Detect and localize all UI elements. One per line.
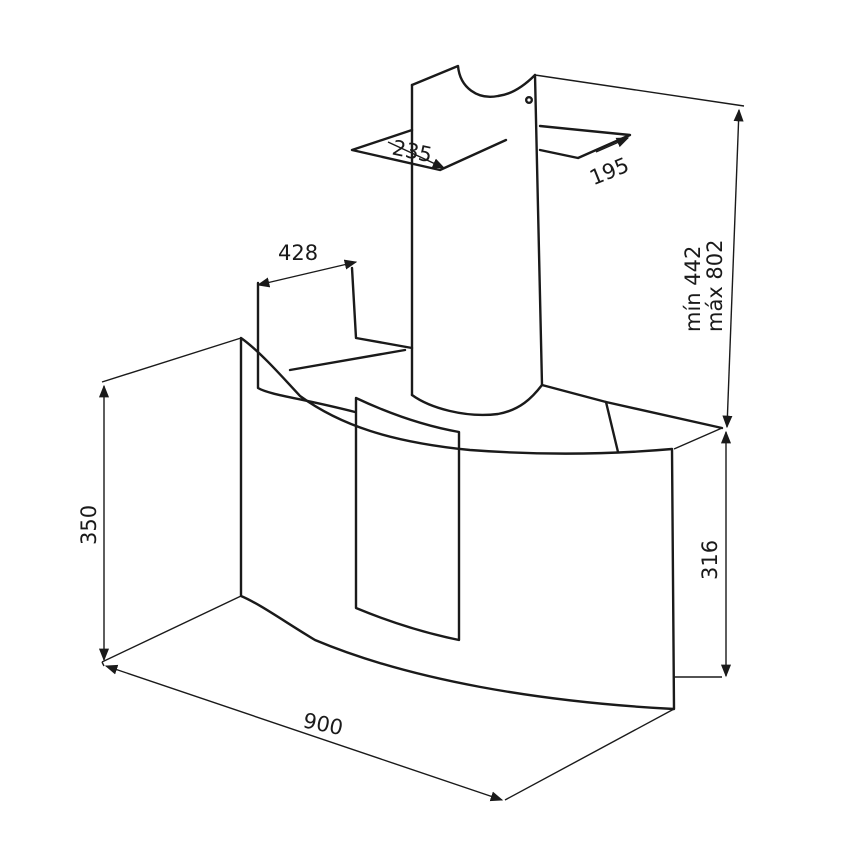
dimension-hood-width: 900 <box>101 661 675 802</box>
extension-line-glass-top <box>673 427 723 450</box>
dimension-label-hood-width: 900 <box>301 708 345 740</box>
duct-outlet-left <box>350 128 508 172</box>
hood-back-riser <box>350 266 414 350</box>
extension-line-hood-top <box>101 337 242 383</box>
dimension-line-hood-width <box>104 664 504 802</box>
chimney-bottom-edge <box>410 383 544 417</box>
extension-line-width-right <box>504 708 675 801</box>
duct-outlet <box>350 124 632 172</box>
dimension-duct-depth: 235 <box>387 136 446 169</box>
hood-top-right-back <box>604 400 724 430</box>
duct-outlet-right <box>538 124 632 160</box>
chimney-top-edge <box>410 64 537 98</box>
hood-back-ledge <box>288 348 407 372</box>
dimension-label-duct-depth: 235 <box>390 136 434 168</box>
glass-panel <box>239 336 676 711</box>
control-panel <box>354 396 461 642</box>
hood-back-left <box>256 281 357 414</box>
control-panel-outline <box>354 396 461 642</box>
dimension-label-glass-height: 316 <box>698 540 722 580</box>
chimney <box>410 64 544 417</box>
dimension-duct-width: 195 <box>586 137 632 190</box>
dimension-chimney-height: mín 442 máx 802 <box>534 74 745 429</box>
glass-panel-outline <box>239 336 676 711</box>
extension-line-hood-bottom <box>101 595 242 663</box>
chimney-right-edge <box>533 73 544 387</box>
dimension-label-chimney-max: máx 802 <box>703 239 727 332</box>
dimension-glass-height: 316 <box>673 427 732 678</box>
dimension-line-duct-depth <box>387 141 446 169</box>
dimension-hood-height: 350 <box>77 337 242 663</box>
hood-top <box>256 266 724 454</box>
dimension-line-duct-width <box>595 137 630 153</box>
screw-icon <box>525 95 534 104</box>
hood-top-right <box>540 383 620 454</box>
dimension-line-chimney-height <box>722 108 744 429</box>
dimension-label-duct-width: 195 <box>586 153 632 190</box>
dimension-label-hood-height: 350 <box>77 505 101 545</box>
extension-line-chimney-top <box>534 74 745 107</box>
dimension-label-hood-depth: 428 <box>278 241 318 265</box>
dimension-hood-depth: 428 <box>256 241 358 288</box>
dimension-line-hood-depth <box>256 259 358 288</box>
dimension-label-chimney-min: mín 442 <box>681 246 705 332</box>
extension-line-width-left <box>101 661 105 667</box>
